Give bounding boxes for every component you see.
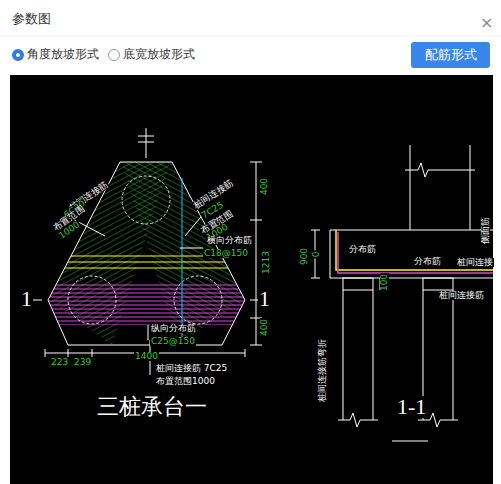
close-icon: ×: [480, 15, 493, 31]
section-mark: 1: [20, 288, 33, 310]
dialog-title: 参数图: [12, 12, 51, 25]
rebar-label: 桩间连接筋弯折: [318, 338, 327, 403]
rebar-label: 纵向分布筋: [150, 324, 197, 333]
dimension: 400: [260, 317, 269, 336]
button-text: 配筋形式: [425, 46, 477, 64]
dimension: 239: [73, 358, 92, 367]
range-label: 布置范围1000: [155, 377, 216, 386]
rebar-label: 分布筋: [413, 257, 442, 266]
radio-label: 角度放坡形式: [27, 48, 99, 60]
rebar-spec: C25@150: [150, 337, 196, 346]
radio-unchecked: [108, 49, 120, 61]
dimension: 1213: [262, 250, 271, 275]
section-title: 1-1: [396, 396, 427, 418]
rebar-spec: C18@150: [203, 249, 249, 258]
radio-checked: [12, 49, 24, 61]
radio-label: 底宽放坡形式: [123, 48, 195, 60]
dimension: 1400: [134, 352, 159, 361]
dimension: 0: [312, 250, 321, 258]
rebar-label: 侧面筋: [481, 216, 490, 245]
dimension: 400: [260, 176, 269, 195]
dimension: 100: [380, 272, 389, 291]
rebar-label: 桩间连接筋: [438, 291, 485, 300]
action-button: 配筋形式: [411, 42, 490, 68]
rebar-label: 桩间连接: [456, 258, 494, 267]
dimension: 223: [50, 358, 69, 367]
drawing-title: 三桩承台一: [96, 396, 208, 418]
rebar-label: 桩间连接筋 7C25: [155, 364, 228, 373]
section-mark: 1: [258, 288, 271, 310]
rebar-label: 横向分布筋: [206, 236, 253, 245]
rebar-label: 分布筋: [348, 245, 377, 254]
dimension: 900: [300, 246, 309, 265]
